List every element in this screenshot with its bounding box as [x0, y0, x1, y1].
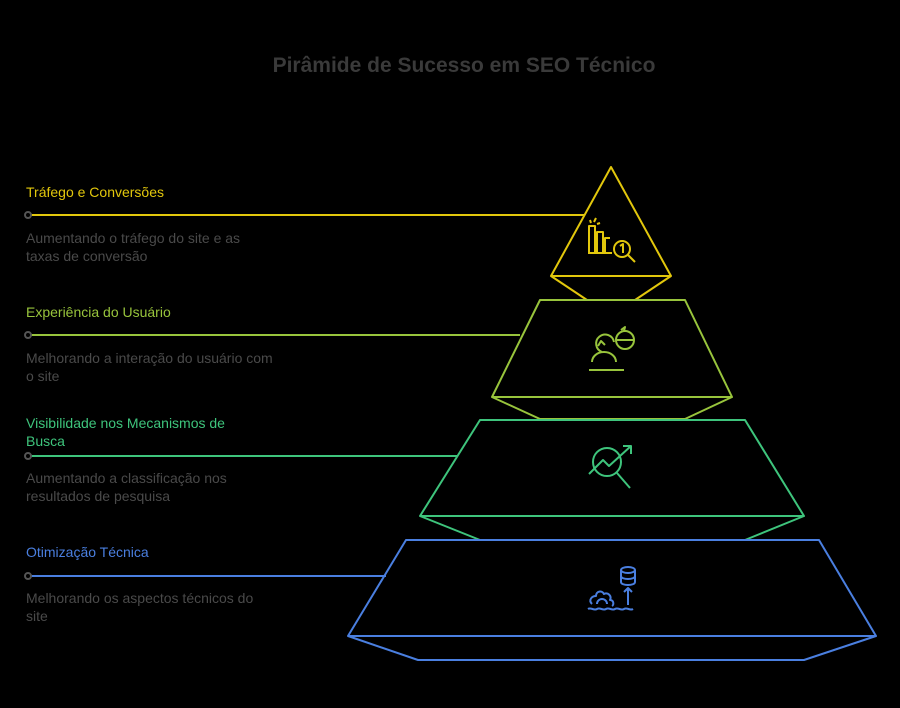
- chart-magnifier-icon: [588, 217, 636, 263]
- level-heading: Tráfego e Conversões: [26, 184, 164, 200]
- tier-1: [550, 166, 672, 301]
- connector-dot: [24, 572, 32, 580]
- connector-lines: [24, 211, 585, 580]
- connector-dot: [24, 331, 32, 339]
- connector-dot: [24, 452, 32, 460]
- tier-2: [491, 299, 733, 420]
- level-heading: Otimização Técnica: [26, 544, 149, 560]
- connector-dot: [24, 211, 32, 219]
- level-description: Aumentando o tráfego do site e as taxas …: [26, 230, 241, 264]
- level-description: Melhorando a interação do usuário com o …: [26, 350, 273, 384]
- trend-search-icon: [588, 445, 632, 489]
- level-heading: Visibilidade nos Mecanismos de Busca: [26, 415, 225, 449]
- tier-4: [347, 539, 877, 661]
- level-description: Melhorando os aspectos técnicos do site: [26, 590, 254, 624]
- tier-3: [419, 419, 805, 541]
- level-heading: Experiência do Usuário: [26, 304, 171, 320]
- diagram-title: Pirâmide de Sucesso em SEO Técnico: [272, 54, 656, 77]
- gear-database-icon: [587, 566, 636, 611]
- level-description: Aumentando a classificação nos resultado…: [26, 470, 227, 504]
- user-refresh-icon: [589, 326, 635, 371]
